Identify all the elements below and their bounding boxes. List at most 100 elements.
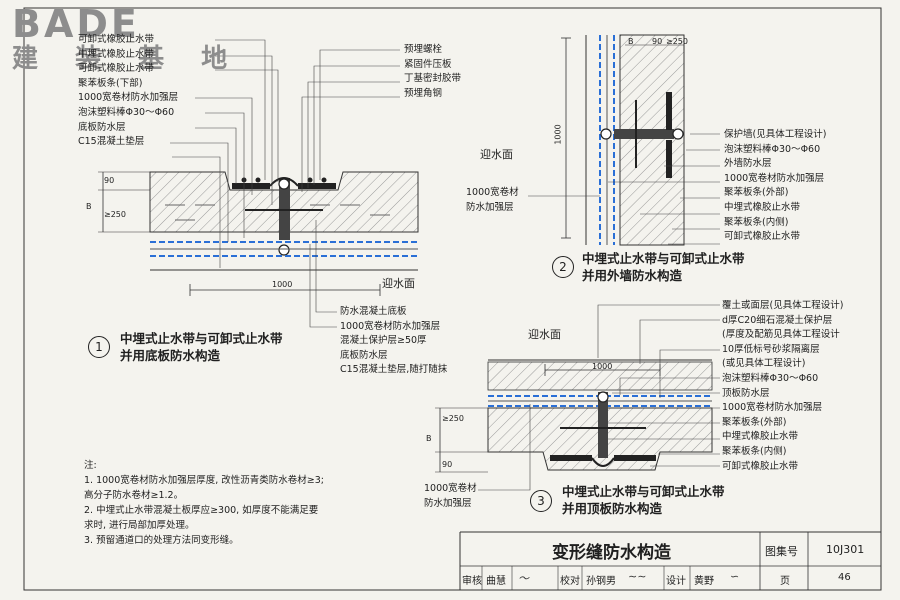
label: 可卸式橡胶止水带 (78, 63, 155, 75)
label: 预埋角钢 (404, 87, 443, 99)
reviewer-name: 曲慧 (486, 576, 506, 587)
label: 可卸式橡胶止水带 (724, 231, 801, 243)
checker-name: 孙钢男 (586, 576, 616, 587)
note-item: 高分子防水卷材≥1.2。 (84, 490, 184, 501)
water-face-label: 迎水面 (382, 277, 415, 290)
label: d厚C20细石混凝土保护层 (722, 314, 833, 326)
label: C15混凝土垫层 (78, 136, 145, 148)
designer-name: 黄野 (694, 576, 714, 587)
note-item: 2. 中埋式止水带混凝土板厚应≥300, 如厚度不能满足要 (84, 505, 319, 516)
label: (或见具体工程设计) (722, 358, 806, 370)
note-item: 1. 1000宽卷材防水加强层厚度, 改性沥青类防水卷材≥3; (84, 475, 325, 486)
label: 中埋式橡胶止水带 (724, 201, 801, 213)
label: 聚苯板条(外部) (722, 416, 787, 428)
drawing-title: 变形缝防水构造 (552, 543, 671, 563)
label: 1000宽卷材 (424, 483, 477, 494)
note-item: 求时, 进行局部加厚处理。 (84, 520, 195, 531)
diagram-3-caption: 中埋式止水带与可卸式止水带 并用顶板防水构造 (562, 483, 725, 517)
check-label: 校对 (560, 576, 580, 587)
notes-title: 注: (84, 460, 97, 471)
diagram-3-labels-right: 覆土或面层(见具体工程设计) d厚C20细石混凝土保护层 (厚度及配筋见具体工程… (722, 299, 843, 474)
label: 紧固件压板 (404, 58, 452, 70)
label: 聚苯板条(内侧) (724, 216, 789, 228)
label: 1000宽卷材防水加强层 (340, 320, 441, 332)
label: 1000宽卷材防水加强层 (722, 402, 823, 414)
caption-line: 并用外墙防水构造 (582, 268, 683, 283)
label: 预埋螺栓 (404, 44, 443, 55)
label: (厚度及配筋见具体工程设计 (722, 329, 840, 341)
caption-line: 中埋式止水带与可卸式止水带 (582, 251, 745, 266)
diagram-1-labels-bottom: 防水混凝土底板 1000宽卷材防水加强层 混凝土保护层≥50厚 底板防水层 C1… (340, 305, 447, 378)
dim-c: ≥250 (666, 37, 688, 46)
label: 1000宽卷材 (466, 187, 519, 198)
dim-c: ≥250 (442, 414, 464, 423)
atlas-number: 10J301 (826, 543, 865, 556)
designer-signature: ∽ (730, 570, 740, 583)
label: 1000宽卷材防水加强层 (78, 92, 179, 104)
logo-subtitle: 建 装 基 地 (12, 44, 242, 74)
diagram-2-caption: 中埋式止水带与可卸式止水带 并用外墙防水构造 (582, 250, 745, 284)
dim-width: 1000 (553, 124, 563, 145)
label: C15混凝土垫层,随打随抹 (340, 364, 448, 376)
water-face-label: 迎水面 (528, 328, 561, 341)
label: 1000宽卷材防水加强层 (724, 172, 825, 184)
dim-width: 1000 (272, 280, 293, 289)
dim-b: B (86, 202, 92, 211)
atlas-label: 图集号 (765, 545, 798, 558)
notes: 注: 1. 1000宽卷材防水加强层厚度, 改性沥青类防水卷材≥3; 高分子防水… (84, 458, 324, 548)
label: 10厚低标号砂浆隔离层 (722, 343, 820, 355)
caption-line: 并用底板防水构造 (120, 348, 221, 363)
diagram-3-drawing (435, 304, 720, 491)
diagram-2-drawing (528, 34, 720, 246)
logo-brand: BADE (12, 2, 140, 46)
review-label: 审核 (462, 576, 482, 587)
dim-width: 1000 (592, 362, 613, 371)
diagram-number: 1 (88, 336, 110, 358)
label: 防水加强层 (466, 201, 514, 213)
label: 泡沫塑料棒Φ30～Φ60 (722, 372, 819, 384)
page-label: 页 (780, 576, 790, 587)
label: 中埋式橡胶止水带 (78, 48, 155, 60)
label: 聚苯板条(内侧) (722, 445, 787, 457)
note-item: 3. 预留通道口的处理方法同变形缝。 (84, 535, 239, 546)
label: 可卸式橡胶止水带 (78, 34, 155, 45)
reviewer-signature: 〜 (518, 572, 529, 585)
checker-signature: ∼∼ (628, 570, 647, 583)
dim-b: B (628, 37, 634, 46)
label: 聚苯板条(外部) (724, 187, 789, 199)
label: 泡沫塑料棒Φ30～Φ60 (78, 106, 175, 118)
diagram-number: 3 (530, 490, 552, 512)
label: 丁基密封胶带 (404, 73, 462, 85)
label: 防水加强层 (424, 497, 472, 509)
label: 可卸式橡胶止水带 (722, 460, 799, 472)
label: 底板防水层 (78, 121, 126, 133)
diagram-number: 2 (552, 256, 574, 278)
label: 泡沫塑料棒Φ30～Φ60 (724, 143, 821, 155)
page-number: 46 (838, 572, 851, 583)
diagram-1-drawing (98, 39, 419, 328)
dim-c: ≥250 (104, 210, 126, 219)
label: 顶板防水层 (722, 387, 770, 399)
dim-a: 90 (652, 37, 663, 46)
dim-a: 90 (442, 460, 453, 469)
label: 底板防水层 (340, 349, 388, 361)
diagram-3-left-label: 1000宽卷材 防水加强层 (424, 482, 477, 511)
diagram-2-left-label: 1000宽卷材 防水加强层 (466, 186, 519, 215)
design-label: 设计 (666, 576, 686, 587)
label: 覆土或面层(见具体工程设计) (722, 300, 844, 311)
label: 聚苯板条(下部) (78, 77, 143, 89)
diagram-1-labels-top: 可卸式橡胶止水带 中埋式橡胶止水带 可卸式橡胶止水带 聚苯板条(下部) 1000… (78, 33, 178, 150)
label: 防水混凝土底板 (340, 306, 407, 317)
title-block-frame (459, 531, 881, 590)
label: 外墙防水层 (724, 158, 772, 170)
diagram-1-labels-right: 预埋螺栓 紧固件压板 丁基密封胶带 预埋角钢 (404, 43, 461, 101)
logo: BADE 建 装 基 地 (12, 4, 241, 74)
label: 中埋式橡胶止水带 (722, 431, 799, 443)
caption-line: 并用顶板防水构造 (562, 501, 663, 516)
dim-b: B (426, 434, 432, 443)
caption-line: 中埋式止水带与可卸式止水带 (120, 331, 283, 346)
caption-line: 中埋式止水带与可卸式止水带 (562, 484, 725, 499)
label: 混凝土保护层≥50厚 (340, 335, 427, 347)
